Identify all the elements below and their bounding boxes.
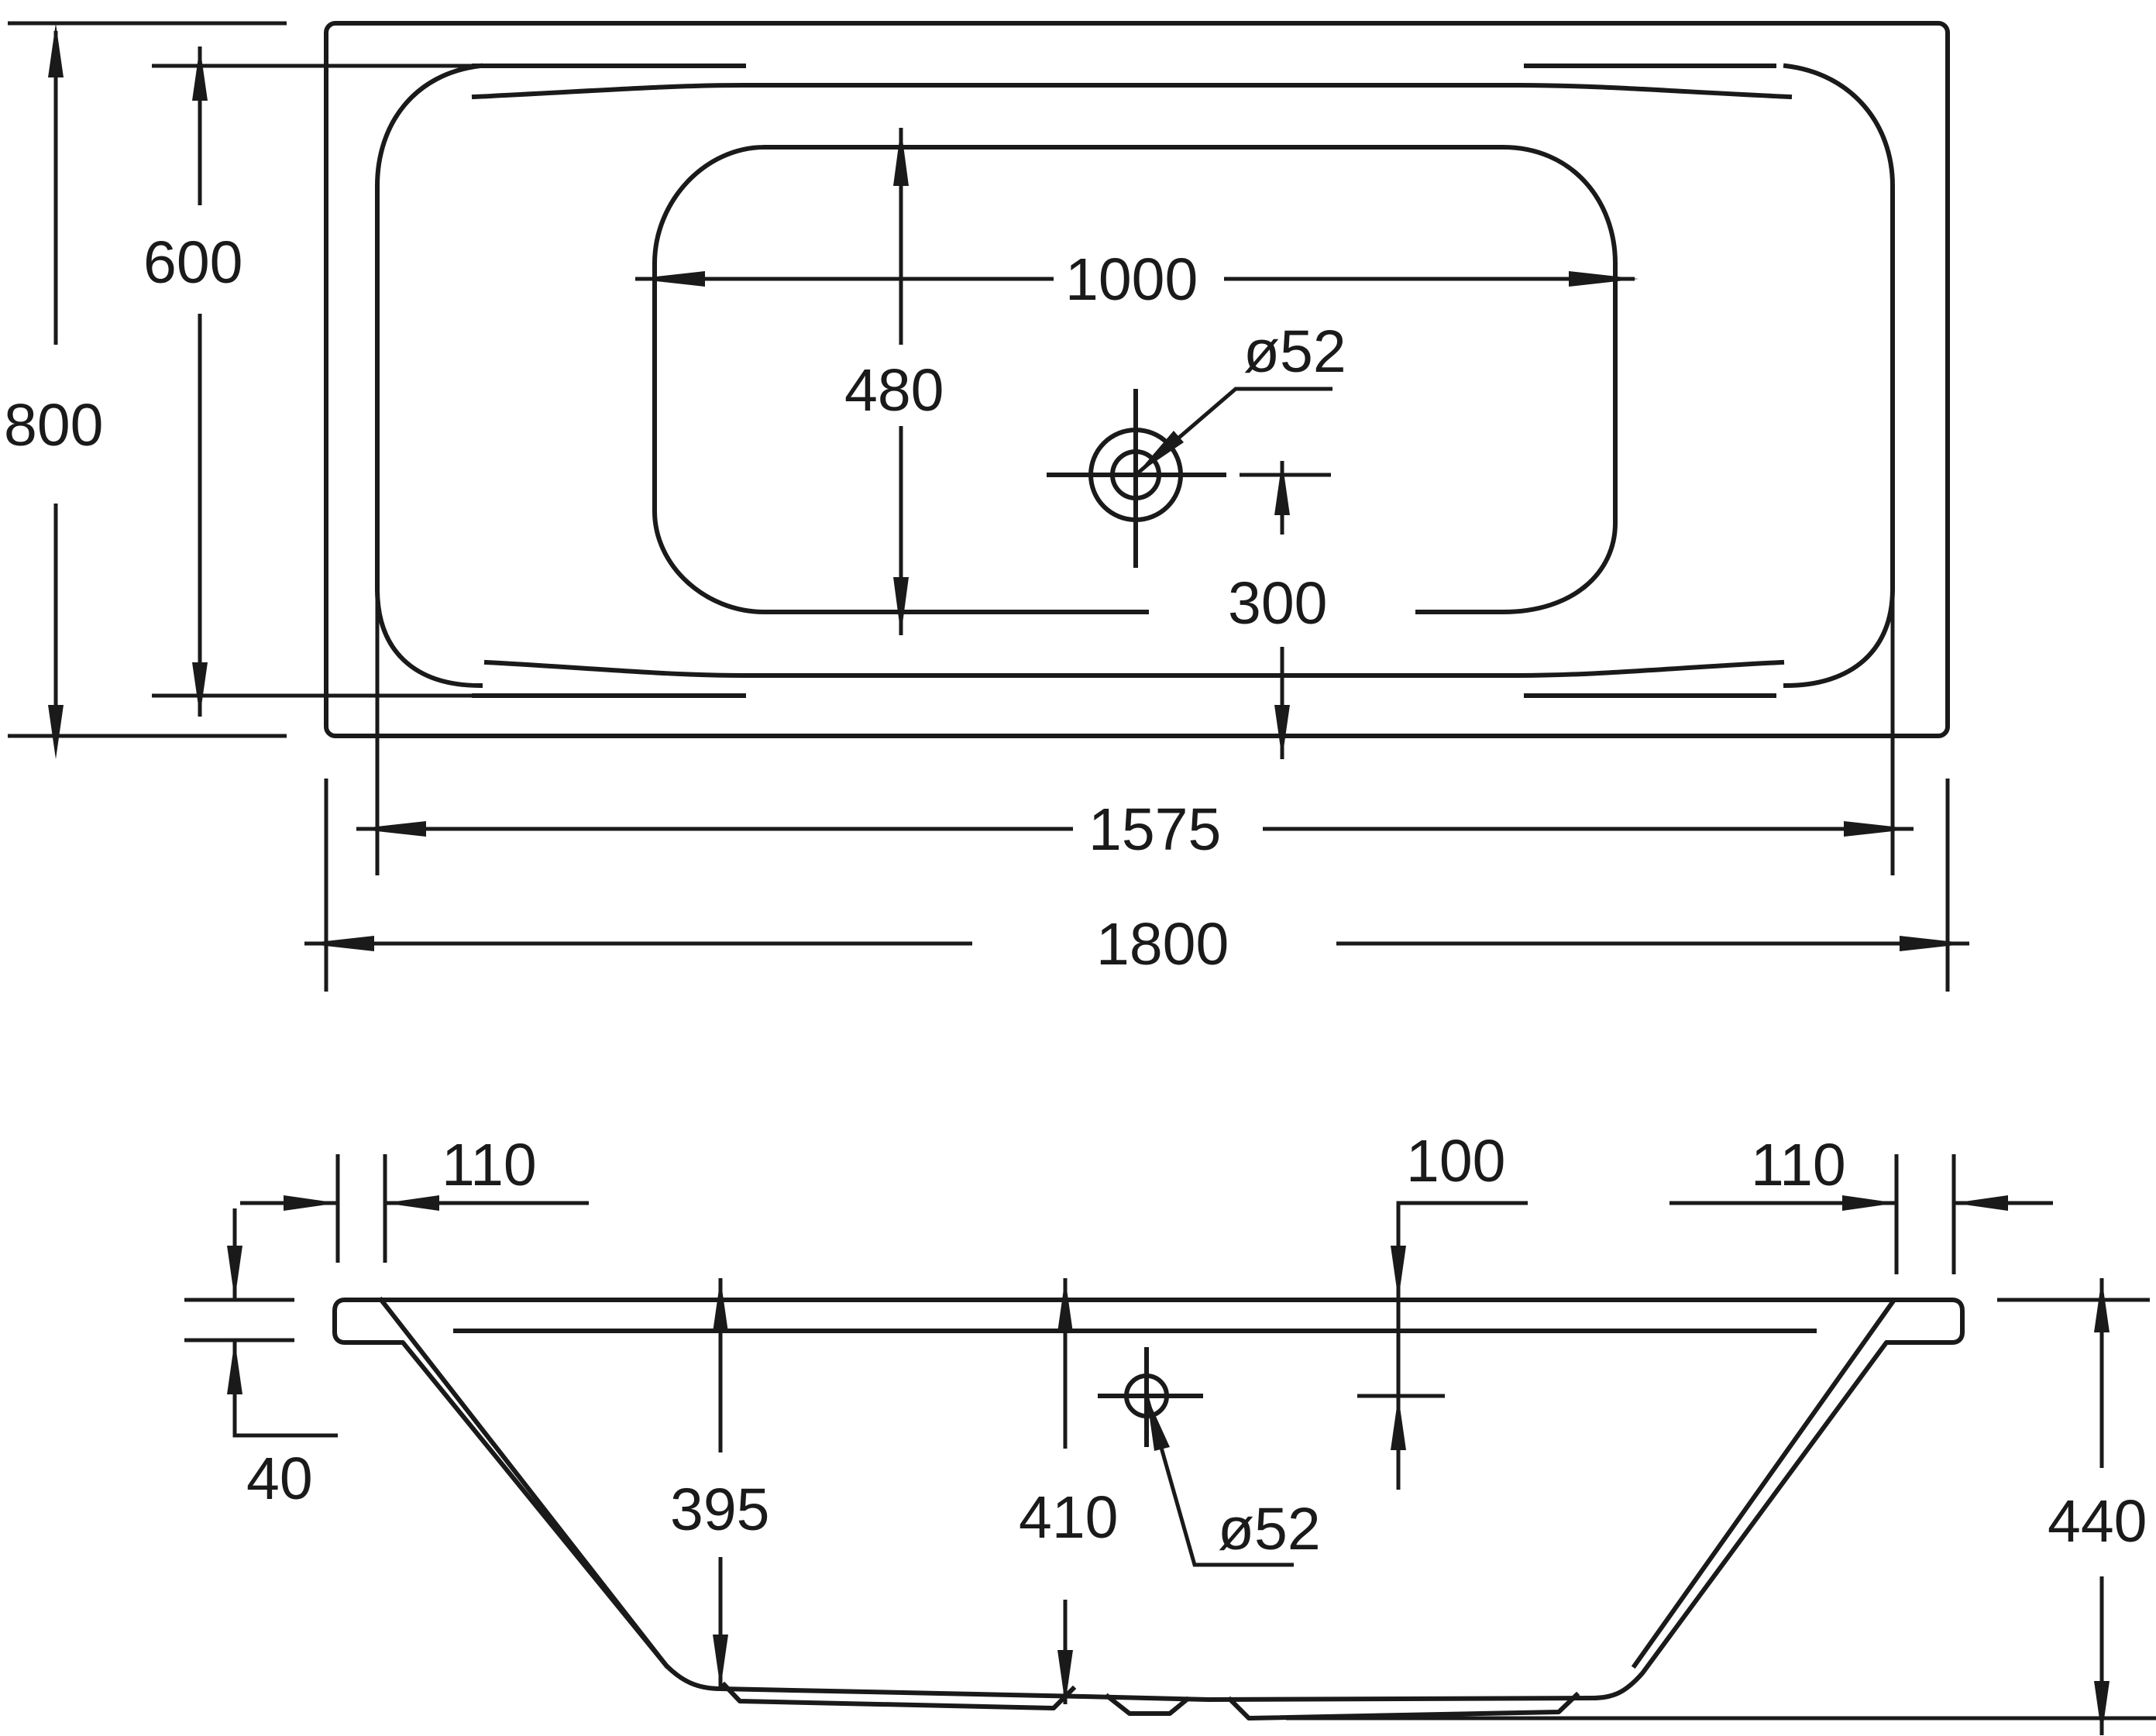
dim-length-overall: 1800	[1096, 911, 1229, 978]
drain-hole	[1047, 389, 1226, 568]
dim-drain-from-rim: 100	[1406, 1128, 1505, 1195]
dim-width-overall: 800	[4, 392, 103, 459]
dim-rim-right: 110	[1751, 1132, 1846, 1198]
dim-drain-diameter-side: ø52	[1218, 1496, 1321, 1562]
dim-rim-left: 110	[442, 1132, 537, 1198]
tub-floor	[652, 144, 1618, 614]
tub-inner-basin	[375, 63, 1895, 689]
dim-drain-diameter-plan: ø52	[1243, 318, 1346, 385]
tub-outer-rim	[324, 21, 1950, 738]
dim-rim-thickness: 40	[246, 1446, 313, 1512]
dim-height-total: 440	[2048, 1488, 2147, 1555]
dim-width-inner: 600	[143, 229, 242, 296]
side-view: 110 40 395 410 ø52 100	[184, 1128, 2156, 1735]
dim-depth-left: 395	[670, 1476, 769, 1543]
overflow-hole	[1098, 1347, 1203, 1447]
plan-view: 800 600 480 1000 ø52 300	[4, 21, 1969, 992]
tub-side-profile	[332, 1298, 1965, 1702]
dim-drain-offset: 300	[1228, 570, 1327, 637]
dim-floor-length: 1000	[1065, 246, 1198, 313]
dim-length-inner: 1575	[1088, 796, 1221, 863]
dim-depth-center: 410	[1019, 1484, 1118, 1551]
dim-floor-width: 480	[844, 357, 944, 424]
